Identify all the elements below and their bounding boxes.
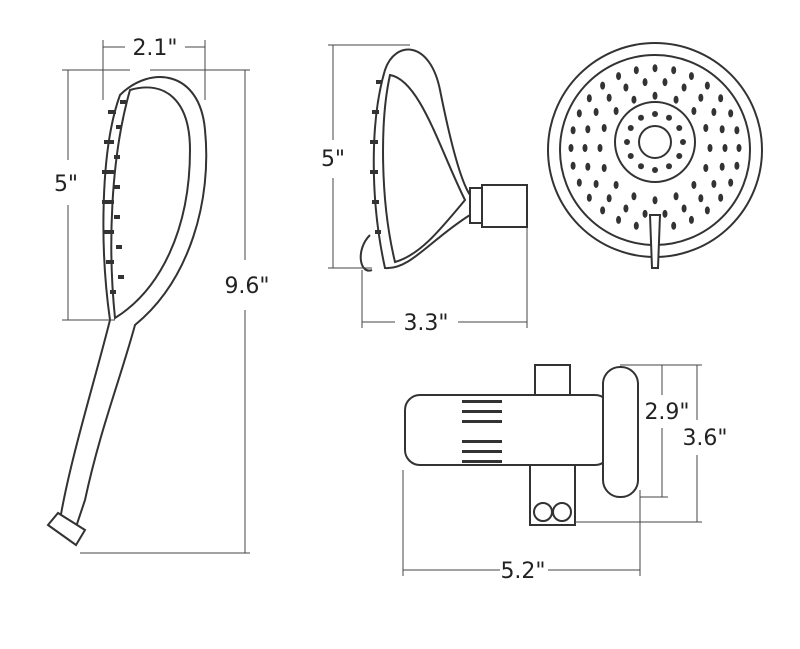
spray-nozzle xyxy=(719,162,725,171)
spray-nozzle xyxy=(671,66,677,75)
hand-total-length-label: 9.6" xyxy=(224,274,269,299)
spray-nozzle xyxy=(698,194,704,203)
head-depth-label: 3.3" xyxy=(403,311,448,336)
spray-nozzle xyxy=(601,163,607,172)
spray-nozzle xyxy=(570,126,576,135)
spray-nozzle xyxy=(734,161,740,170)
spray-nozzle xyxy=(671,221,677,230)
spray-nozzle xyxy=(570,161,576,170)
spray-nozzle xyxy=(568,144,574,152)
spray-nozzle xyxy=(631,95,637,104)
spray-nozzle xyxy=(703,163,709,172)
spray-nozzle xyxy=(600,206,606,215)
spray-nozzle xyxy=(734,126,740,135)
spray-nozzle xyxy=(711,108,717,117)
spray-nozzle xyxy=(642,78,648,87)
spray-nozzle xyxy=(593,179,599,188)
spray-nozzle xyxy=(728,178,734,187)
spray-nozzle xyxy=(606,194,612,203)
spray-nozzle xyxy=(593,108,599,117)
spray-nozzle xyxy=(616,215,622,224)
spray-nozzle xyxy=(652,91,658,100)
spray-nozzle xyxy=(662,78,668,87)
spray-nozzle xyxy=(616,72,622,81)
center-nozzle xyxy=(627,153,634,159)
diverter-valve xyxy=(404,364,639,526)
spray-nozzle xyxy=(673,192,679,201)
center-nozzle xyxy=(676,153,683,159)
spray-nozzle xyxy=(722,144,728,152)
spray-nozzle xyxy=(688,215,694,224)
hand-width-label: 2.1" xyxy=(132,36,177,61)
spray-nozzle xyxy=(719,125,725,134)
head-height-label: 5" xyxy=(321,147,345,172)
shower-head-side-view xyxy=(359,48,528,272)
spray-nozzle xyxy=(613,180,619,189)
spray-nozzle xyxy=(691,180,697,189)
shower-head-front-view xyxy=(547,42,763,269)
spray-nozzle xyxy=(601,124,607,133)
spray-nozzle xyxy=(606,93,612,102)
spray-nozzle xyxy=(728,109,734,118)
center-nozzle xyxy=(676,125,683,131)
spray-nozzle xyxy=(585,162,591,171)
center-nozzle xyxy=(638,163,644,170)
spray-nozzle xyxy=(662,209,668,218)
spray-nozzle xyxy=(681,83,687,92)
spray-nozzle xyxy=(623,204,629,213)
spray-nozzle xyxy=(652,196,658,205)
center-nozzle xyxy=(666,114,672,121)
center-nozzle xyxy=(680,139,686,145)
spray-nozzle xyxy=(718,193,724,202)
hand-face-height-label: 5" xyxy=(54,172,78,197)
center-nozzle xyxy=(652,111,658,117)
spray-nozzle xyxy=(600,81,606,90)
spray-nozzle xyxy=(597,144,603,152)
diverter-length-label: 5.2" xyxy=(500,559,545,584)
spray-nozzle xyxy=(681,204,687,213)
spray-nozzle xyxy=(576,109,582,118)
spray-nozzle xyxy=(711,179,717,188)
diverter-total-height-label: 3.6" xyxy=(682,426,727,451)
spray-nozzle xyxy=(576,178,582,187)
dimension-lines xyxy=(62,40,702,576)
handheld-shower-side-view xyxy=(46,76,208,547)
spray-nozzle xyxy=(582,144,588,152)
spray-nozzle xyxy=(673,95,679,104)
spray-nozzle xyxy=(698,93,704,102)
diverter-inner-height-label: 2.9" xyxy=(644,400,689,425)
spray-nozzle xyxy=(623,83,629,92)
center-nozzle xyxy=(638,114,644,121)
spray-nozzle xyxy=(704,206,710,215)
center-nozzle xyxy=(627,125,634,131)
spray-nozzle xyxy=(652,64,658,73)
spray-nozzle xyxy=(736,144,742,152)
center-nozzle xyxy=(666,163,672,170)
spray-nozzle xyxy=(707,144,713,152)
spray-nozzle xyxy=(704,81,710,90)
spray-nozzle xyxy=(585,125,591,134)
spray-nozzle xyxy=(688,72,694,81)
spray-nozzle xyxy=(633,66,639,75)
spray-nozzle xyxy=(631,192,637,201)
spray-nozzle xyxy=(703,124,709,133)
center-nozzle xyxy=(624,139,630,145)
spray-nozzle xyxy=(586,193,592,202)
spray-nozzle xyxy=(613,107,619,116)
spray-nozzle xyxy=(718,94,724,103)
spray-nozzle xyxy=(586,94,592,103)
spray-nozzle xyxy=(691,107,697,116)
spray-nozzle xyxy=(633,221,639,230)
spray-nozzle xyxy=(642,209,648,218)
center-nozzle xyxy=(652,167,658,173)
